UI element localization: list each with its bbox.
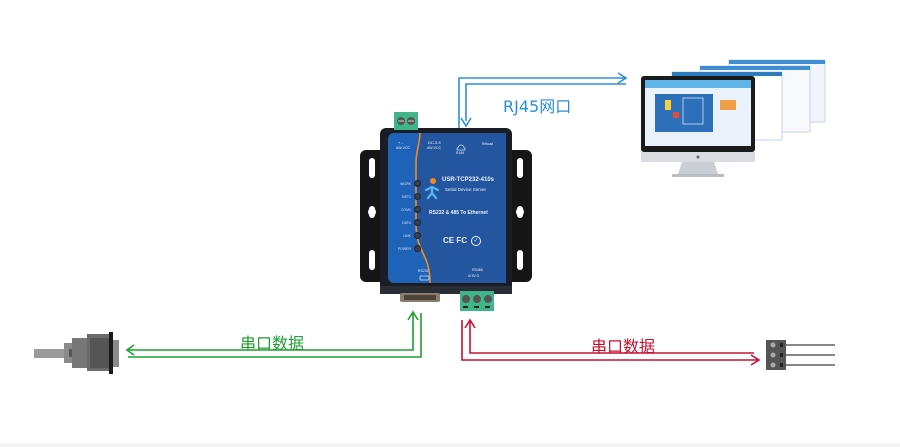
led-label: WORK: [400, 181, 411, 186]
rs485-pin-label: A/ B/ G: [468, 274, 480, 278]
device-description: RS232 & 485 To Ethernet: [429, 210, 488, 216]
led-indicator-icon: [414, 245, 421, 252]
rs485-wire-connector: [766, 340, 835, 370]
led-com: COM1: [394, 206, 421, 213]
rj45-icon: [456, 144, 466, 151]
led-label: POWER: [397, 246, 411, 251]
usr-logo-icon: [424, 178, 440, 200]
led-data: DATA: [394, 219, 421, 226]
mounting-bracket-right: [510, 150, 532, 282]
led-label: COM1: [400, 207, 411, 212]
led-net: NET1: [394, 193, 421, 200]
mounting-bracket-left: [360, 150, 382, 282]
network-arrow: [458, 72, 628, 128]
led-label: DATA: [402, 220, 411, 225]
rs485-terminal-block: [460, 291, 494, 311]
device-top-sub-label-1: AW-VCC: [396, 146, 410, 150]
power-terminal-block: [394, 112, 418, 130]
led-link: LINK: [394, 232, 421, 239]
rs485-arrow: [461, 318, 761, 366]
led-indicator-icon: [414, 206, 421, 213]
bottom-divider: [0, 443, 900, 447]
rs232-serial-data-label: 串口数据: [240, 334, 305, 353]
device-model: USR-TCP232-410s: [442, 177, 495, 183]
led-label: NET1: [402, 194, 411, 199]
led-indicator-icon: [414, 232, 421, 239]
device-top-sub-label-2: AW-VCC: [427, 146, 441, 150]
led-label: LINK: [403, 233, 411, 238]
device-top-label-reload: Reload: [482, 142, 494, 146]
led-indicator-icon: [414, 219, 421, 226]
rs485-serial-data-label: 串口数据: [591, 337, 656, 356]
device-top-label-dc: DC-5.5: [428, 140, 441, 145]
led-work: WORK: [394, 180, 421, 187]
certification-marks: CE FC: [443, 236, 467, 245]
led-indicator-icon: [414, 193, 421, 200]
device-subtitle: Serial Device Server: [445, 187, 487, 192]
db9-serial-plug: [34, 332, 119, 374]
device-top-label-rj45: RJ45: [456, 151, 465, 155]
led-power: POWER: [394, 245, 421, 252]
usb-port-icon: [419, 275, 430, 281]
rohs-check-icon: ✓: [471, 236, 481, 246]
rs232-port-label: RS232: [418, 269, 429, 273]
led-indicator-icon: [414, 180, 421, 187]
device-top-label-power: + -: [398, 140, 403, 145]
rs232-arrow: [125, 310, 422, 358]
monitor-with-software: [641, 59, 826, 177]
rs485-port-label: RS485: [472, 268, 483, 272]
db9-port: [400, 293, 440, 302]
rj45-port-label: RJ45网口: [503, 97, 572, 116]
